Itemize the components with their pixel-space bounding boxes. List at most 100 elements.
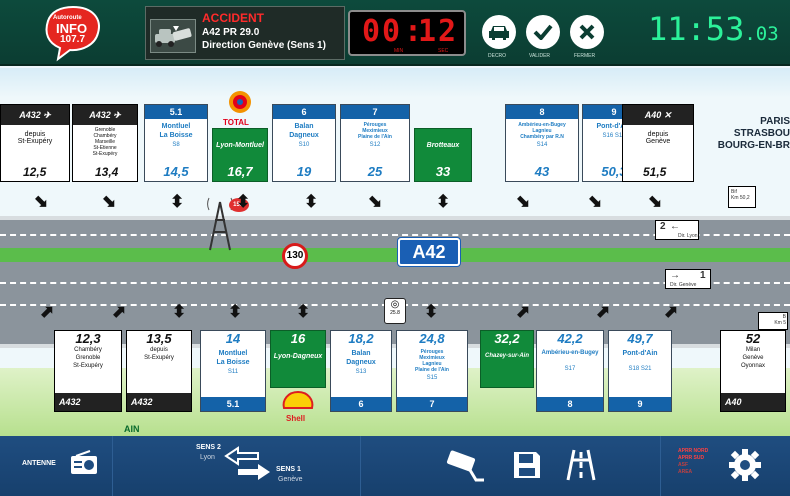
dir-lyon-sign: 2 ← Dir. Lyon	[655, 220, 699, 240]
fermer-button[interactable]	[570, 15, 604, 49]
arrow-up-icon: ⬈	[596, 302, 611, 321]
sign-a432-2[interactable]: A432 ✈ Grenoble Chambéry Marseille St-Et…	[72, 104, 138, 182]
km-label: 42,2	[557, 331, 583, 346]
sign-chambery-b[interactable]: 12,3 Chambéry Grenoble St-Exupéry A432	[54, 330, 122, 412]
exit-number: 7	[341, 105, 409, 119]
highway-icon[interactable]	[566, 448, 596, 482]
sign-amberieu-b[interactable]: 42,2 Ambérieu-en-Bugey S17 8	[536, 330, 604, 412]
sky	[0, 68, 790, 98]
exit-number: 6	[273, 105, 335, 119]
gear-icon[interactable]	[728, 448, 762, 482]
dest-label: PARIS	[760, 116, 790, 127]
arrow-down-icon: ⬊	[516, 192, 531, 211]
place-label: Marseille	[94, 139, 115, 145]
speed-limit-sign: 130	[282, 243, 308, 269]
exit-name: Montluel La Boisse	[216, 350, 250, 366]
arrow-left-icon: ←	[670, 221, 680, 232]
alert-panel[interactable]: ACCIDENT A42 PR 29.0 Direction Genève (S…	[145, 6, 345, 60]
sign-depuis-b[interactable]: 13,5 depuis St-Exupéry A432	[126, 330, 192, 412]
total-brand-logo: TOTAL	[220, 88, 260, 128]
place-label: St-Exupéry	[92, 151, 118, 157]
exit-number: 9	[609, 397, 671, 411]
arrow-down-icon: ⬊	[588, 192, 603, 211]
valider-button[interactable]	[526, 15, 560, 49]
incident-timer: 00 : 12 MIN SEC	[348, 10, 466, 56]
airport-icon: ✈	[43, 110, 51, 120]
sign-montluel[interactable]: 5.1 Montluel La Boisse S8 14,5	[144, 104, 208, 182]
sign-perouges-b[interactable]: 24,8 Pérouges Meximieux Lagnieu Plaine d…	[396, 330, 468, 412]
area-name: Lyon-Dagneux	[273, 353, 323, 360]
operator-label: AREA	[678, 469, 693, 475]
km-label: 24,8	[419, 331, 445, 346]
km-label: 25	[367, 164, 383, 179]
timer-sec-label: SEC	[438, 48, 449, 54]
a42-highway-sign: A42	[398, 238, 460, 266]
exit-number: 8	[506, 105, 578, 119]
arrow-both-icon: ⬍	[228, 302, 243, 321]
sign-a40[interactable]: A40 ✕ depuis Genève 51,5	[622, 104, 694, 182]
highway-scene: A42 130 Bif Km 50,2 2 ← Dir. Lyon → 1 Di…	[0, 68, 790, 436]
median-strip	[0, 248, 790, 262]
km-label: 51,5	[643, 165, 667, 179]
sign-milan[interactable]: 52 Milan Genève Oyonnax A40	[720, 330, 786, 412]
camera-icon[interactable]	[446, 450, 486, 484]
km-label: 14	[225, 331, 241, 346]
decro-button[interactable]	[482, 15, 516, 49]
place-label: St-Exupéry	[17, 138, 53, 145]
no-entry-icon: ✕	[663, 110, 672, 120]
km-label: 43	[534, 164, 550, 179]
logo-line3: 107.7	[60, 34, 86, 45]
exit-name: Pérouges Meximieux Plaine de l'Ain	[358, 122, 392, 140]
alert-location: A42 PR 29.0	[202, 27, 260, 38]
exit-name: Montluel La Boisse	[159, 123, 193, 139]
place-label: St-Exupéry	[73, 363, 103, 369]
dir-geneve-sign: → 1 Dir. Genève	[665, 269, 711, 289]
arrow-both-icon: ⬍	[436, 192, 451, 211]
antenne-button[interactable]: ANTENNE	[0, 436, 112, 496]
area-name: Chazey-sur-Ain	[484, 353, 529, 359]
km-label: 18,2	[348, 331, 374, 346]
sign-perouges[interactable]: 7 Pérouges Meximieux Plaine de l'Ain S12…	[340, 104, 410, 182]
sign-a432-1[interactable]: A432 ✈ depuis St-Exupéry 12,5	[0, 104, 70, 182]
arrow-both-icon: ⬍	[304, 192, 319, 211]
sign-lyon-dagneux[interactable]: 16 Lyon-Dagneux	[270, 330, 326, 388]
direction-toggle[interactable]: SENS 2 Lyon SENS 1 Genève	[140, 436, 340, 496]
sign-brotteaux[interactable]: Brotteaux 33	[414, 128, 472, 182]
road-label: A40	[644, 110, 662, 120]
road-label: A432	[19, 110, 41, 120]
arrow-both-icon: ⬍	[424, 302, 439, 321]
km-label: 16,7	[227, 164, 253, 179]
exit-code: S16 S18	[602, 133, 626, 139]
exit-name: Ambérieu-en-Bugey	[541, 350, 599, 356]
exit-number: 6	[331, 397, 391, 411]
dir-geneve-num: 1	[700, 270, 706, 281]
place-label: St-Etienne	[93, 145, 117, 151]
dest-label: STRASBOU	[733, 128, 790, 139]
sign-balan[interactable]: 6 Balan Dagneux S10 19	[272, 104, 336, 182]
place-label: Milan	[745, 347, 761, 353]
from-label: depuis	[647, 131, 669, 138]
sens2-label: SENS 2	[196, 444, 221, 451]
sign-lyon-montluel[interactable]: Lyon-Montluel 16,7	[212, 128, 268, 182]
sign-balan-b[interactable]: 18,2 Balan Dagneux S13 6	[330, 330, 392, 412]
dir-lyon-num: 2	[660, 221, 666, 232]
shell-brand-logo: Shell	[280, 390, 316, 424]
operator-label: APRR SUD	[678, 455, 705, 461]
sens1-label: SENS 1	[276, 466, 301, 473]
road-label: A432	[89, 110, 111, 120]
road-label: A432	[55, 393, 121, 411]
radar-icon[interactable]: ◎ 25.8	[384, 298, 406, 324]
from-label: depuis	[150, 347, 168, 353]
dest-label: BOURG-EN-BR	[717, 140, 790, 151]
operator-list: APRR NORD APRR SUD ASF AREA	[678, 448, 708, 476]
sign-amberieu[interactable]: 8 Ambérieu-en-Bugey Lagnieu Chambéry par…	[505, 104, 579, 182]
clock-fraction: 03	[755, 23, 779, 45]
arrow-both-icon: ⬍	[236, 192, 251, 211]
sign-montluel-b[interactable]: 14 Montluel La Boisse S11 5.1	[200, 330, 266, 412]
save-icon[interactable]	[512, 450, 542, 480]
exit-name: Pont-d'Ain	[596, 123, 632, 130]
sign-pont-dain-b[interactable]: 49,7 Pont-d'Ain S18 S21 9	[608, 330, 672, 412]
sign-chazey[interactable]: 32,2 Chazey-sur-Ain	[480, 330, 534, 388]
place-label: Genève	[742, 355, 764, 361]
antenna-tower-icon[interactable]: 15.5	[205, 192, 249, 252]
